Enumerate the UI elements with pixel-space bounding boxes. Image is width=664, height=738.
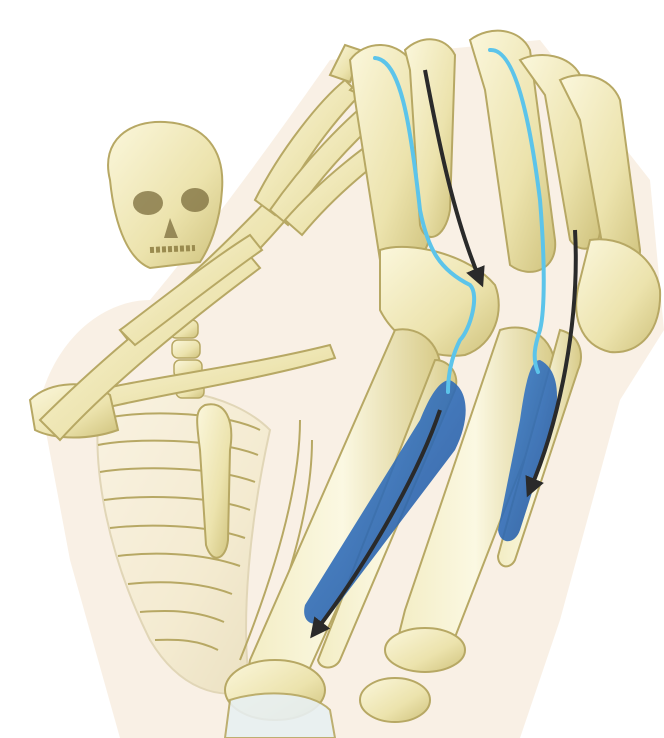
skull bbox=[108, 122, 222, 268]
right-eye-socket bbox=[181, 188, 209, 212]
left-eye-socket bbox=[133, 191, 163, 215]
